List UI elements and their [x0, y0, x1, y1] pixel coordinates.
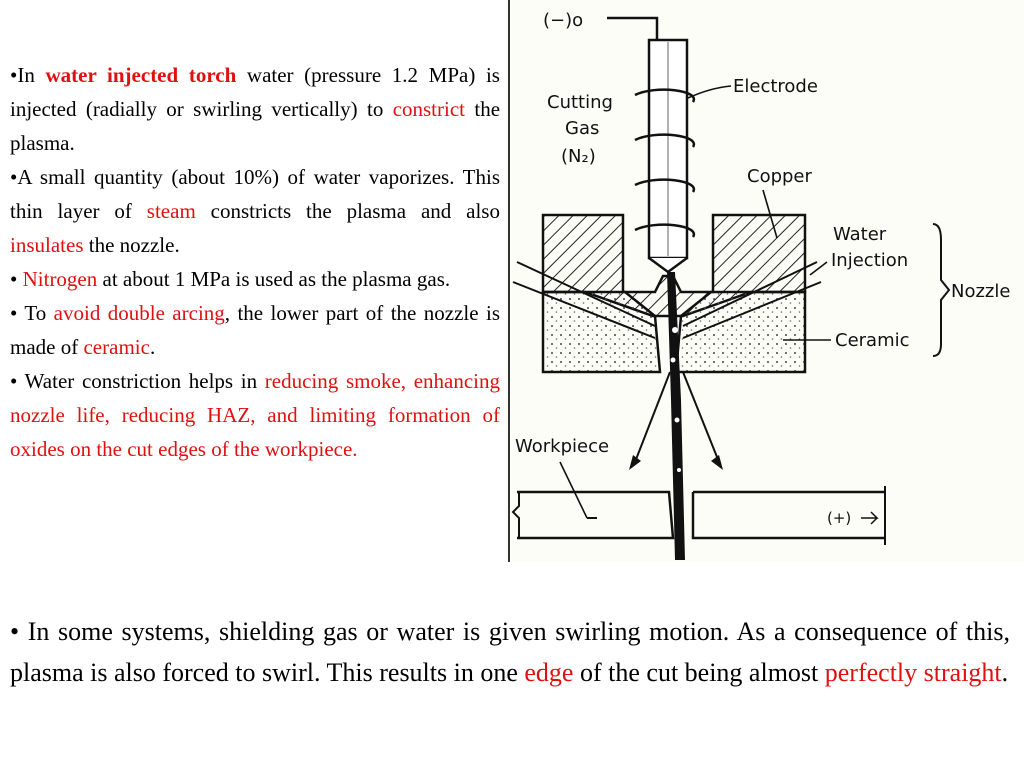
b3-red: Nitrogen [22, 267, 98, 291]
workpiece-right [691, 490, 885, 540]
b4-red2: ceramic [83, 335, 150, 359]
workpiece-label: Workpiece [515, 436, 609, 457]
negative-wire [607, 16, 659, 44]
nozzle-label: Nozzle [951, 281, 1010, 302]
b2-prefix: •A small quantity (about 10%) of water v… [10, 165, 500, 223]
gas-swirl [634, 88, 696, 238]
left-text-column: •In water injected torch water (pressure… [10, 58, 500, 466]
b3-prefix: • [10, 267, 23, 291]
b1-highlight: water injected torch [45, 63, 237, 87]
b3-end: at about 1 MPa is used as the plasma gas… [97, 267, 451, 291]
b2-red1: steam [146, 199, 196, 223]
b1-end: the plasma. [10, 97, 501, 155]
bottom-paragraph: • In some systems, shielding gas or wate… [10, 612, 1010, 693]
bottom-prefix: • In some systems, shielding gas or wate… [10, 617, 1010, 687]
torch-diagram: (−)o (+) Cutting Gas [505, 0, 1024, 562]
b2-end: the nozzle. [83, 233, 180, 257]
swirl-bullet: • In some systems, shielding gas or wate… [10, 612, 1010, 693]
b5-red: reducing smoke, enhancing nozzle life, r… [10, 369, 501, 461]
bullet-double-arcing: • To avoid double arcing, the lower part… [10, 296, 500, 364]
b1-mid: water (pressure 1.2 MPa) is injected (ra… [10, 63, 500, 121]
ceramic-left [541, 290, 662, 374]
copper-label: Copper [747, 166, 813, 187]
torch-diagram-svg: (−)o (+) Cutting Gas [508, 0, 1010, 562]
electrode-label: Electrode [733, 76, 818, 97]
ceramic-right [674, 290, 807, 374]
cutting-gas-label-2: Gas [565, 118, 599, 139]
b4-red1: avoid double arcing [53, 301, 225, 325]
b5-prefix: • Water constriction helps in [10, 369, 265, 393]
cutting-gas-label-1: Cutting [547, 92, 613, 113]
bullet-nitrogen: • Nitrogen at about 1 MPa is used as the… [10, 262, 500, 296]
water-injection-label-2: Injection [831, 250, 908, 271]
b1-prefix: •In [10, 63, 46, 87]
nozzle-brace [932, 223, 951, 357]
b1-red: constrict [392, 97, 465, 121]
b4-end: . [149, 335, 156, 359]
b2-red2: insulates [10, 233, 84, 257]
terminal-negative-label: (−)o [543, 10, 583, 31]
bottom-end: . [1001, 657, 1009, 687]
bottom-mid: of the cut being almost [573, 657, 825, 687]
bullet-steam: •A small quantity (about 10%) of water v… [10, 160, 500, 262]
bullet-water-injected-torch: •In water injected torch water (pressure… [10, 58, 500, 160]
bullet-water-constriction: • Water constriction helps in reducing s… [10, 364, 500, 466]
cutting-gas-label-3: (N₂) [561, 146, 596, 167]
bottom-red-straight: perfectly straight [824, 657, 1002, 687]
plasma-jet [667, 272, 685, 560]
water-injection-label-1: Water [833, 224, 887, 245]
b4-prefix: • To [10, 301, 54, 325]
workpiece-left [517, 490, 675, 540]
b4-mid: , the lower part of the nozzle is made o… [10, 301, 500, 359]
ceramic-label: Ceramic [835, 330, 910, 351]
terminal-positive-label: (+) [827, 509, 851, 527]
bottom-red-edge: edge [524, 657, 574, 687]
b2-mid: constricts the plasma and also [195, 199, 500, 223]
